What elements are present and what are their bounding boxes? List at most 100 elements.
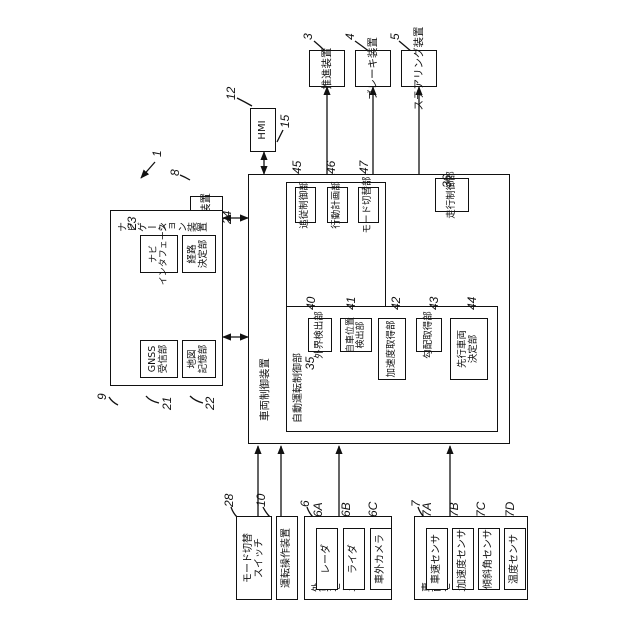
speed-sensor-box: 車速センサ	[426, 528, 448, 590]
mode-switch-unit-box: モード切替部	[358, 187, 379, 223]
navi-if-box: ナビ インタフェース	[140, 235, 178, 273]
navi-if-label-line2: インタフェース	[159, 223, 169, 286]
leader-controller	[277, 130, 283, 142]
own-pos-label-line1: 自車位置	[346, 317, 356, 353]
brake-device-label: ブレーキ装置	[367, 37, 379, 100]
map-box: 地図 記憶部	[182, 340, 216, 378]
ref-gnss: 21	[160, 397, 174, 410]
action-plan-label: 行動計画部	[332, 181, 343, 229]
radar-label: レーダ	[321, 544, 333, 574]
gnss-box: GNSS 受信部	[140, 340, 178, 378]
tilt-sensor-box: 傾斜角センサ	[478, 528, 500, 590]
ref-camera: 6C	[366, 502, 380, 517]
steering-device-box: ステアリング装置	[401, 50, 437, 87]
mode-switch-unit-label: モード切替部	[363, 176, 374, 233]
temp-sensor-box: 温度センサ	[504, 528, 526, 590]
ref-drive-op: 10	[254, 494, 268, 507]
ref-follow-ctrl: 45	[290, 161, 304, 174]
action-plan-box: 行動計画部	[327, 187, 348, 223]
ref-action-plan: 46	[324, 161, 338, 174]
ext-detect-label: 外界検出部	[315, 311, 326, 359]
own-pos-label: 自車位置 検出部	[346, 317, 367, 353]
grad-acq-box: 勾配取得部	[416, 318, 442, 352]
route-label-line2: 決定部	[199, 240, 210, 269]
accel-acq-box: 加速度取得部	[378, 318, 406, 380]
map-label: 地図 記憶部	[188, 345, 210, 374]
preceding-box: 先行車両 決定部	[450, 318, 488, 380]
leader-map	[190, 396, 203, 403]
ref-map: 22	[203, 397, 217, 410]
ref-accel: 7B	[447, 502, 461, 517]
map-label-line2: 記憶部	[199, 345, 210, 374]
camera-box: 車外カメラ	[370, 528, 392, 590]
steering-device-label: ステアリング装置	[413, 27, 425, 111]
grad-acq-label: 勾配取得部	[424, 311, 435, 359]
propulsion-device-box: 推進装置	[309, 50, 345, 87]
navi-if-label-line1: ナビ	[149, 223, 159, 286]
ref-steering: 5	[388, 33, 402, 40]
drive-op-box: 運転操作装置	[276, 516, 298, 600]
ref-propulsion: 3	[301, 33, 315, 40]
drive-op-label: 運転操作装置	[281, 528, 293, 588]
ref-ext-detect: 40	[304, 297, 318, 310]
ref-travel-ctrl: 36	[440, 175, 454, 188]
ref-navi-if: 23	[125, 217, 139, 230]
ref-accel-acq: 42	[389, 297, 403, 310]
route-label: 経路 決定部	[188, 240, 210, 269]
ref-grad-acq: 43	[427, 297, 441, 310]
ref-controller: 15	[278, 115, 292, 128]
ref-comm: 8	[168, 169, 182, 176]
leader-nav	[109, 397, 118, 405]
ref-system: 1	[150, 150, 164, 157]
ref-temp: 7D	[503, 502, 517, 517]
preceding-label: 先行車両 決定部	[458, 330, 480, 368]
ref-lidar: 6B	[339, 502, 353, 517]
propulsion-device-label: 推進装置	[321, 48, 333, 90]
leader-hmi	[237, 98, 252, 106]
accel-acq-label: 加速度取得部	[387, 321, 398, 378]
ref-auto-ctrl: 35	[303, 357, 317, 370]
own-pos-label-line2: 検出部	[356, 317, 366, 353]
temp-sensor-label: 温度センサ	[509, 534, 521, 584]
gnss-label-line2: 受信部	[159, 345, 170, 374]
leader-system	[141, 162, 155, 178]
vehicle-controller-label: 車両制御装置	[259, 358, 271, 421]
accel-sensor-label: 加速度センサ	[457, 529, 469, 589]
accel-sensor-box: 加速度センサ	[452, 528, 474, 590]
camera-label: 車外カメラ	[375, 534, 387, 584]
lidar-box: ライダ	[343, 528, 365, 590]
ref-radar: 6A	[311, 502, 325, 517]
leader-gnss	[146, 396, 159, 403]
mode-switch-label: モード切替 スイッチ	[243, 533, 266, 583]
ref-brake: 4	[343, 33, 357, 40]
ref-own-pos: 41	[344, 297, 358, 310]
brake-device-box: ブレーキ装置	[355, 50, 391, 87]
ref-mode-switch-unit: 47	[357, 161, 371, 174]
lidar-label: ライダ	[348, 544, 360, 574]
route-box: 経路 決定部	[182, 235, 216, 273]
ext-detect-box: 外界検出部	[308, 318, 332, 352]
ref-tilt: 7C	[474, 502, 488, 517]
mode-switch-label-line1: モード切替	[243, 533, 255, 583]
speed-sensor-label: 車速センサ	[431, 534, 443, 584]
hmi-label: HMI	[257, 120, 269, 139]
tilt-sensor-label: 傾斜角センサ	[483, 529, 495, 589]
ref-hmi: 12	[224, 87, 238, 100]
radar-box: レーダ	[316, 528, 338, 590]
ref-route: 24	[220, 211, 234, 224]
ref-ext-sensor: 6	[298, 500, 312, 507]
own-pos-box: 自車位置 検出部	[340, 318, 372, 352]
gnss-label: GNSS 受信部	[148, 345, 170, 374]
navi-if-label: ナビ インタフェース	[149, 223, 170, 286]
preceding-label-line2: 決定部	[469, 330, 480, 368]
ref-speed: 7A	[420, 502, 434, 517]
follow-ctrl-box: 追従制御部	[295, 187, 316, 223]
ref-mode-sw: 28	[222, 494, 236, 507]
mode-switch-label-line2: スイッチ	[254, 533, 266, 583]
ref-nav: 9	[95, 393, 109, 400]
follow-ctrl-label: 追従制御部	[300, 181, 311, 229]
ref-preceding: 44	[465, 297, 479, 310]
mode-switch-box: モード切替 スイッチ	[236, 516, 272, 600]
